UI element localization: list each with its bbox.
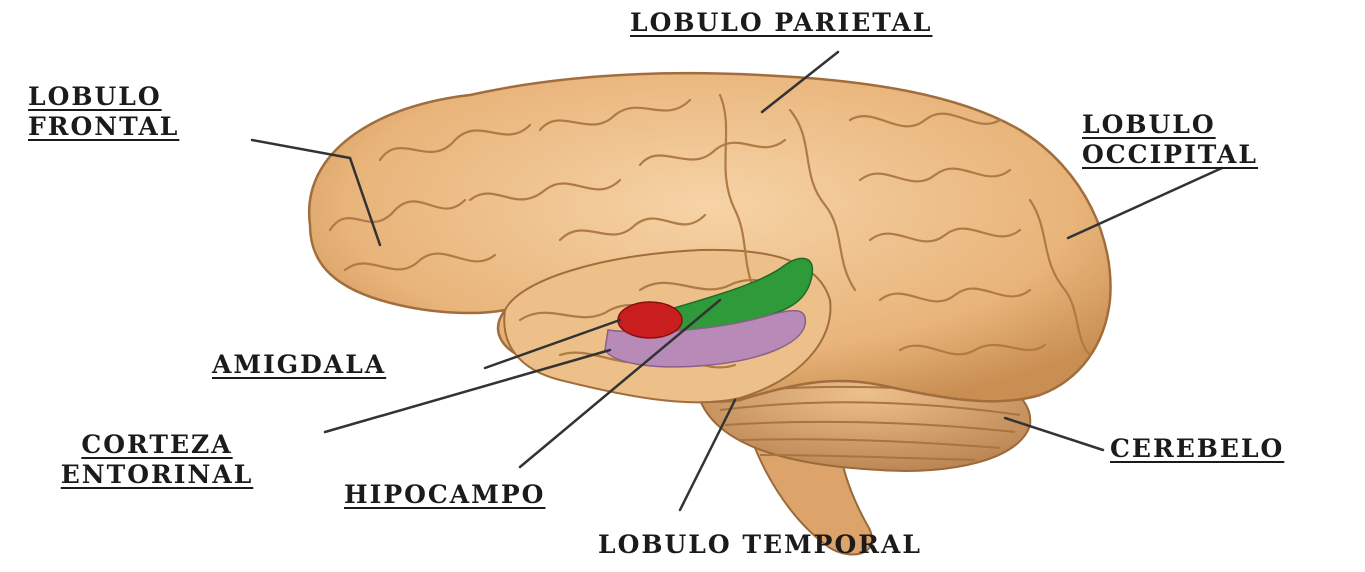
cerebrum-shape (309, 73, 1110, 402)
label-amigdala: AMIGDALA (212, 350, 386, 380)
label-hipocampo: HIPOCAMPO (344, 480, 545, 510)
label-lobulo-occipital: LOBULO OCCIPITAL (1082, 110, 1258, 170)
label-lobulo-parietal: LOBULO PARIETAL (630, 8, 932, 38)
label-cerebelo: CEREBELO (1110, 434, 1284, 464)
leader-temporal (680, 400, 735, 510)
leader-occipital (1068, 168, 1222, 238)
label-corteza-entorinal: CORTEZA ENTORINAL (22, 430, 292, 490)
amygdala-region (618, 302, 682, 338)
label-lobulo-temporal: LOBULO TEMPORAL (598, 530, 922, 560)
label-lobulo-frontal: LOBULO FRONTAL (28, 82, 179, 142)
